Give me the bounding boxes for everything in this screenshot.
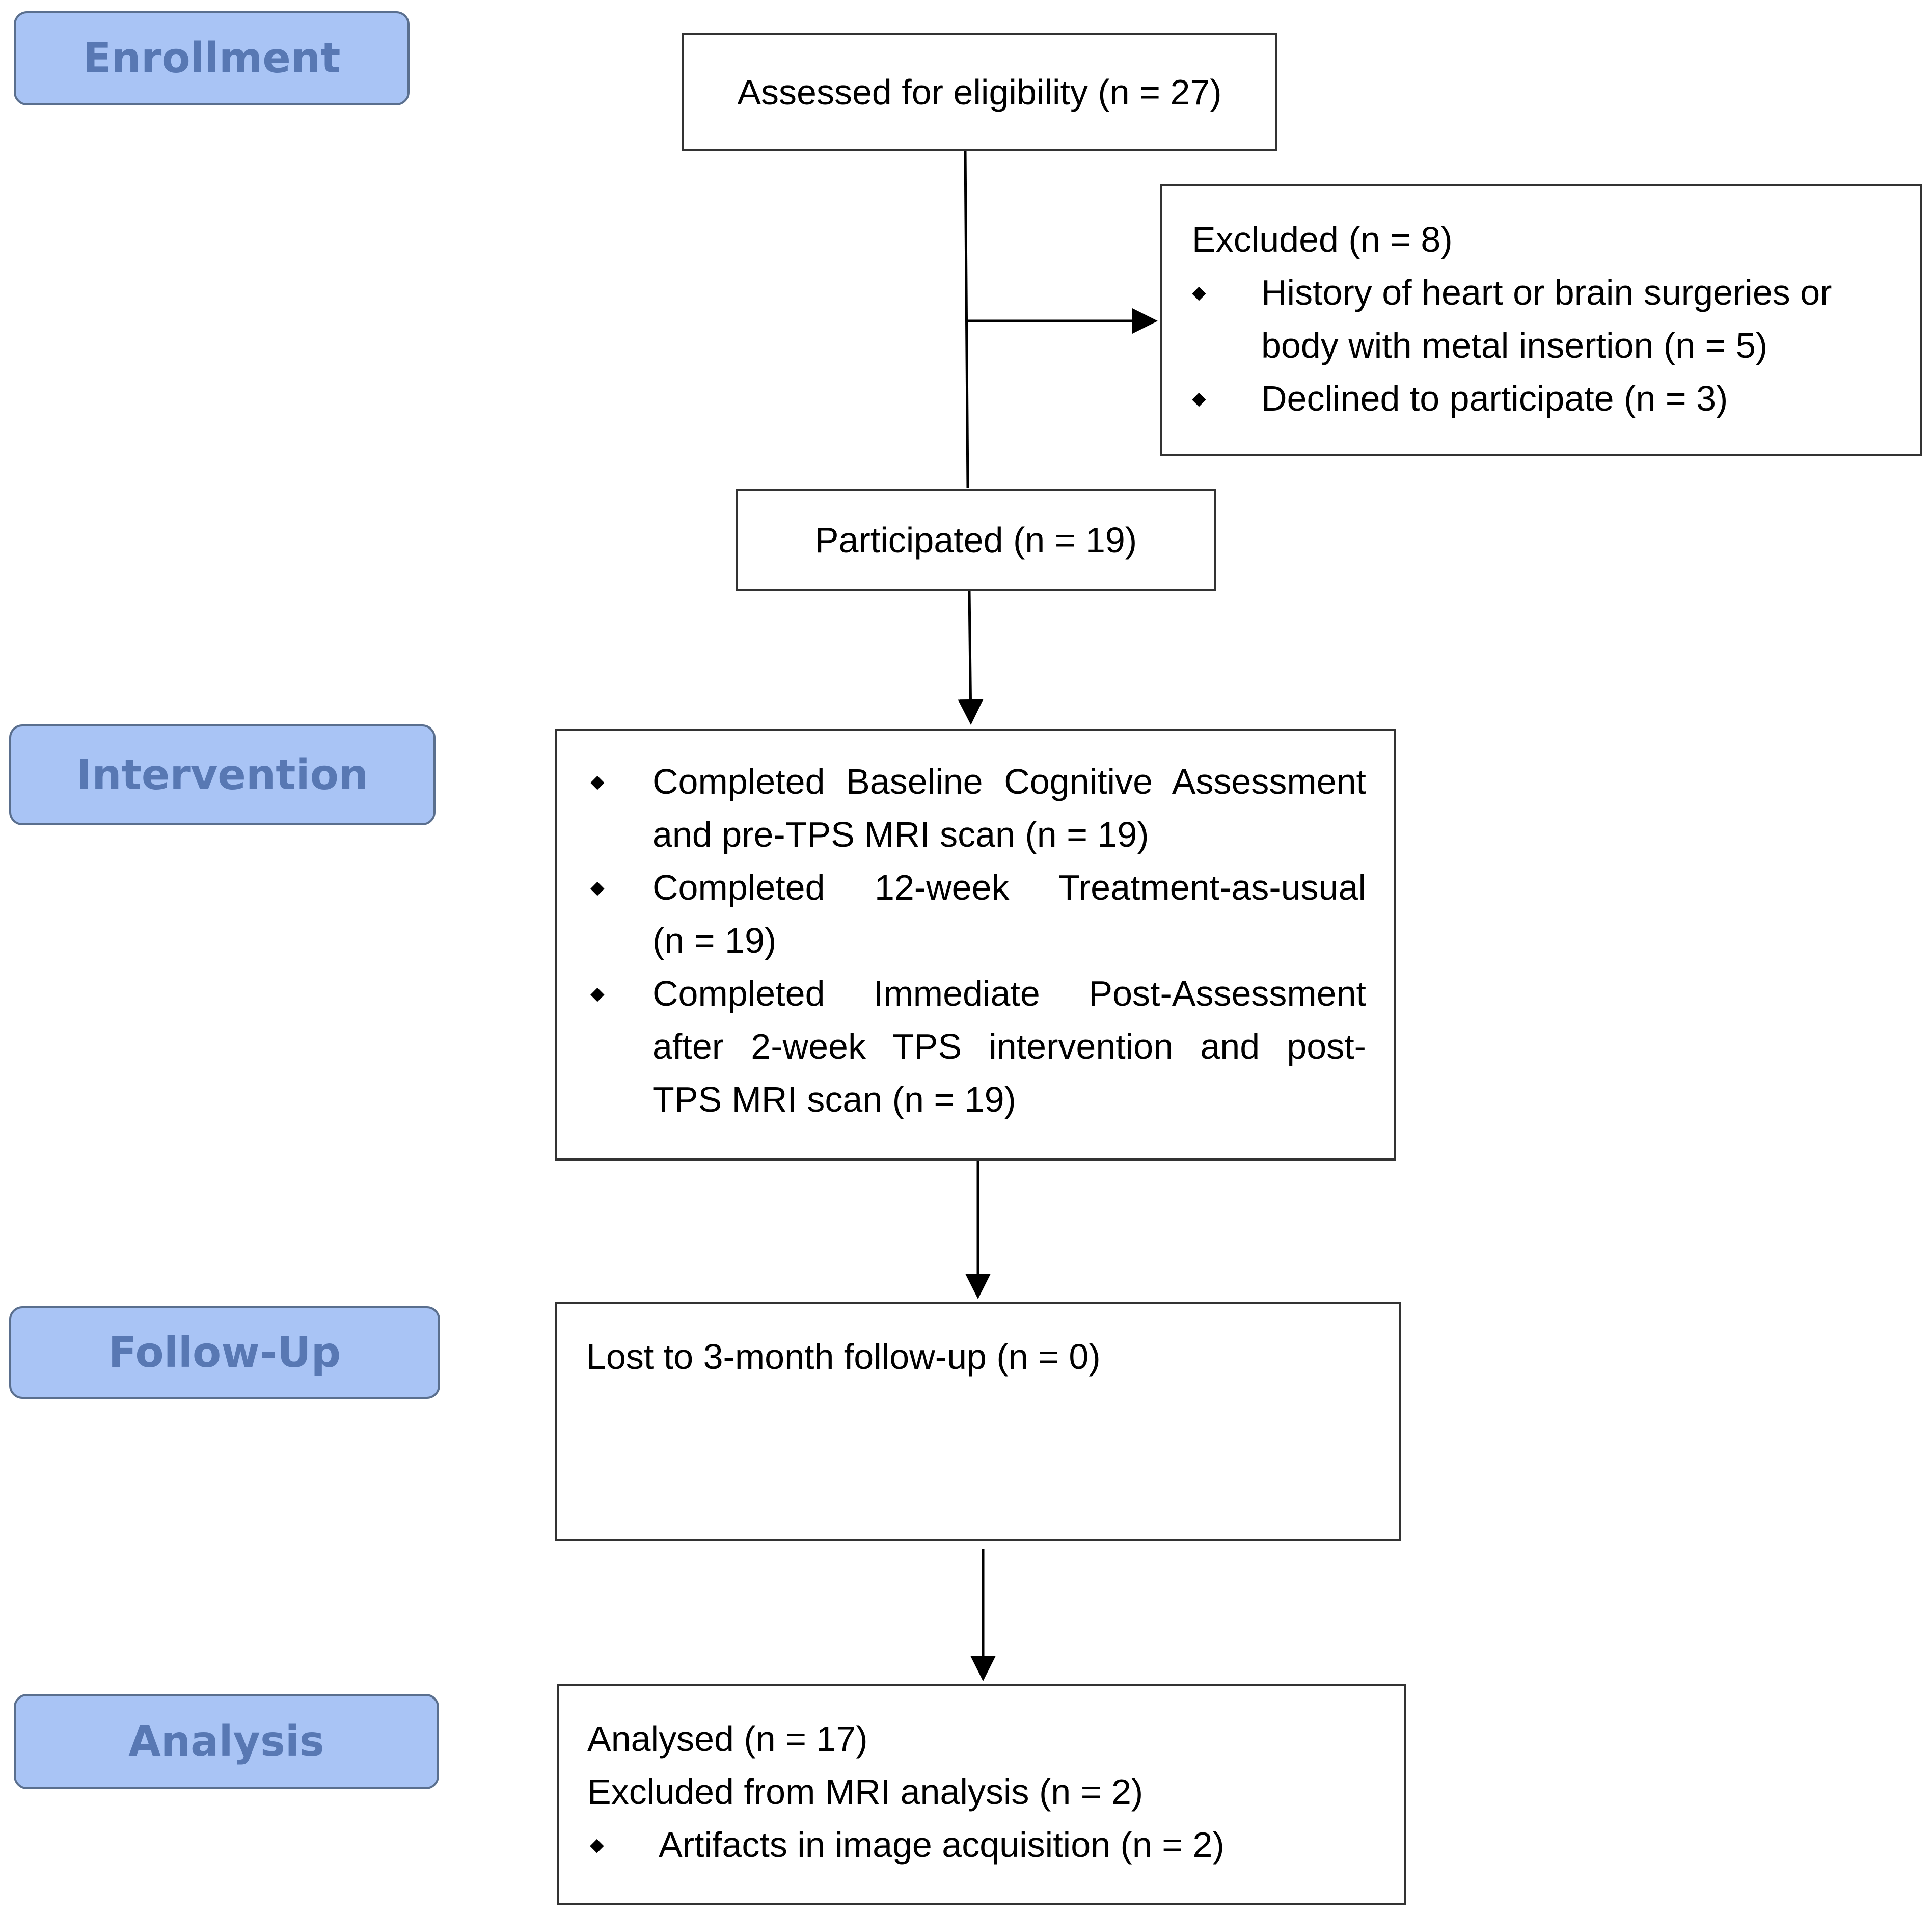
- excluded-item-line: History of heart or brain surgeries or: [1261, 273, 1832, 312]
- intervention-item-line: Completed 12-week Treatment-as-usual: [652, 868, 1366, 907]
- assessed-for-eligibility-box: Assessed for eligibility (n = 27): [682, 33, 1277, 151]
- bullet-icon: ◆: [1192, 388, 1206, 409]
- stage-label-follow-up: Follow-Up: [9, 1306, 440, 1399]
- participated-box: Participated (n = 19): [736, 489, 1216, 591]
- bullet-icon: ◆: [590, 1834, 604, 1855]
- analysis-item: ◆ Artifacts in image acquisition (n = 2): [587, 1818, 1404, 1871]
- follow-up-text: Lost to 3-month follow-up (n = 0): [586, 1337, 1101, 1377]
- assessed-text: Assessed for eligibility (n = 27): [737, 72, 1222, 112]
- bullet-icon: ◆: [590, 877, 605, 898]
- intervention-item-line: after 2-week TPS intervention and post-: [652, 1027, 1366, 1066]
- stage-label-intervention: Intervention: [9, 724, 436, 825]
- intervention-item: ◆ Completed Baseline Cognitive Assessmen…: [557, 755, 1366, 861]
- analysed-text: Analysed (n = 17): [587, 1719, 868, 1759]
- intervention-item-line: Completed Immediate Post-Assessment: [652, 974, 1366, 1013]
- intervention-item-line: TPS MRI scan (n = 19): [652, 1080, 1016, 1119]
- excluded-title: Excluded (n = 8): [1192, 220, 1453, 259]
- intervention-item-line: and pre-TPS MRI scan (n = 19): [652, 815, 1149, 854]
- stage-label-enrollment: Enrollment: [14, 11, 410, 105]
- bullet-icon: ◆: [590, 983, 605, 1004]
- connector-assessed-to-participated: [964, 150, 969, 489]
- intervention-item-line: Completed Baseline Cognitive Assessment: [652, 762, 1366, 801]
- intervention-item-line: (n = 19): [652, 921, 777, 960]
- arrow-to-intervention: [958, 590, 984, 725]
- excluded-box: Excluded (n = 8) ◆ History of heart or b…: [1160, 184, 1922, 456]
- analysis-item-line: Artifacts in image acquisition (n = 2): [659, 1825, 1224, 1865]
- participated-text: Participated (n = 19): [814, 520, 1137, 560]
- intervention-item: ◆ Completed 12-week Treatment-as-usual (…: [557, 861, 1366, 967]
- bullet-icon: ◆: [1192, 282, 1206, 303]
- stage-label-analysis: Analysis: [14, 1694, 439, 1789]
- follow-up-box: Lost to 3-month follow-up (n = 0): [555, 1302, 1401, 1541]
- excluded-item-line: body with metal insertion (n = 5): [1261, 326, 1768, 365]
- excluded-item-line: Declined to participate (n = 3): [1261, 379, 1728, 418]
- excluded-item: ◆ History of heart or brain surgeries or…: [1192, 266, 1920, 372]
- intervention-box: ◆ Completed Baseline Cognitive Assessmen…: [555, 729, 1396, 1161]
- bullet-icon: ◆: [590, 771, 605, 792]
- analysis-box: Analysed (n = 17) Excluded from MRI anal…: [557, 1684, 1406, 1905]
- intervention-item: ◆ Completed Immediate Post-Assessment af…: [557, 967, 1366, 1126]
- excluded-mri-text: Excluded from MRI analysis (n = 2): [587, 1772, 1144, 1812]
- excluded-item: ◆ Declined to participate (n = 3): [1192, 372, 1920, 425]
